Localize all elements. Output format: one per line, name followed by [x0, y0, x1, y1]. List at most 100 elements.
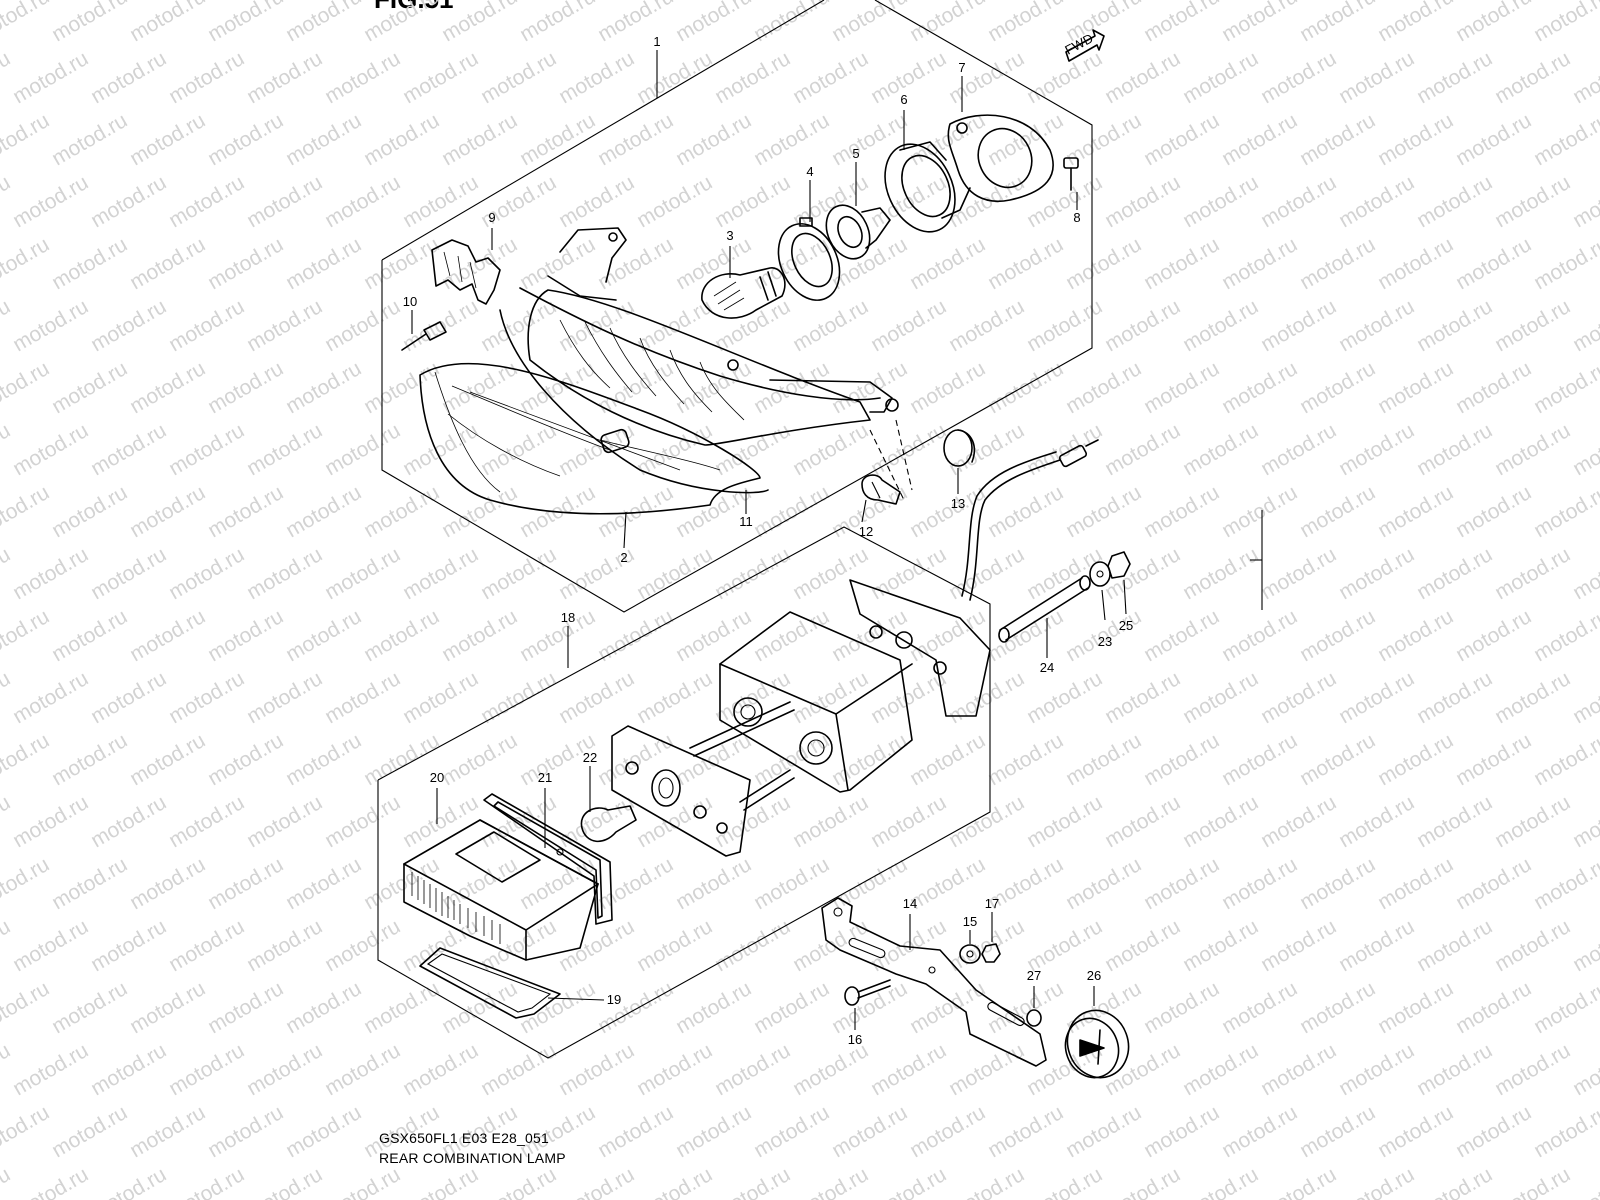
watermark-text: motod.ru [1257, 1039, 1340, 1100]
bulb-part-3 [701, 267, 786, 319]
callout-20: 20 [430, 770, 444, 785]
watermark-text: motod.ru [1296, 729, 1379, 790]
watermark-text: motod.ru [48, 853, 131, 914]
watermark-text: motod.ru [906, 233, 989, 294]
watermark-text: motod.ru [867, 1163, 950, 1200]
watermark-text: motod.ru [1257, 419, 1340, 480]
watermark-text: motod.ru [984, 0, 1067, 46]
gasket-part-21 [483, 793, 613, 925]
callout-16: 16 [848, 1032, 862, 1047]
callout-11: 11 [739, 514, 753, 529]
watermark-text: motod.ru [1296, 0, 1379, 46]
watermark-text: motod.ru [555, 1163, 638, 1200]
watermark-text: motod.ru [633, 1039, 716, 1100]
watermark-text: motod.ru [9, 171, 92, 232]
watermark-text: motod.ru [399, 543, 482, 604]
watermark-text: motod.ru [750, 977, 833, 1038]
watermark-text: motod.ru [1296, 977, 1379, 1038]
callout-24: 24 [1040, 660, 1054, 675]
watermark-text: motod.ru [282, 233, 365, 294]
watermark-text: motod.ru [1335, 667, 1418, 728]
watermark-text: motod.ru [438, 233, 521, 294]
watermark-text: motod.ru [1218, 481, 1301, 542]
ring-part-4 [777, 217, 841, 301]
watermark-text: motod.ru [126, 605, 209, 666]
watermark-text: motod.ru [399, 915, 482, 976]
watermark-text: motod.ru [1101, 1163, 1184, 1200]
watermark-text: motod.ru [1335, 295, 1418, 356]
watermark-text: motod.ru [204, 977, 287, 1038]
watermark-text: motod.ru [243, 47, 326, 108]
watermark-text: motod.ru [243, 419, 326, 480]
callout-19: 19 [607, 992, 621, 1007]
watermark-text: motod.ru [9, 295, 92, 356]
watermark-text: motod.ru [1452, 605, 1535, 666]
callout-8: 8 [1073, 210, 1080, 225]
watermark-text: motod.ru [1023, 419, 1106, 480]
watermark-text: motod.ru [0, 977, 53, 1038]
watermark-text: motod.ru [321, 667, 404, 728]
callout-5: 5 [852, 146, 859, 161]
watermark-text: motod.ru [828, 977, 911, 1038]
watermark-text: motod.ru [867, 47, 950, 108]
watermark-text: motod.ru [711, 1163, 794, 1200]
watermark-text: motod.ru [360, 0, 443, 46]
watermark-text: motod.ru [87, 1039, 170, 1100]
watermark-text: motod.ru [789, 47, 872, 108]
watermark-text: motod.ru [945, 295, 1028, 356]
watermark-text: motod.ru [516, 233, 599, 294]
watermark-text: motod.ru [1257, 667, 1340, 728]
watermark-text: motod.ru [1296, 481, 1379, 542]
watermark-text: motod.ru [945, 1163, 1028, 1200]
watermark-text: motod.ru [1140, 853, 1223, 914]
watermark-text: motod.ru [48, 1101, 131, 1162]
callout-3: 3 [726, 228, 733, 243]
watermark-text: motod.ru [9, 1039, 92, 1100]
callout-6: 6 [900, 92, 907, 107]
watermark-text: motod.ru [1374, 481, 1457, 542]
watermark-text: motod.ru [1530, 853, 1600, 914]
callout-2: 2 [620, 550, 627, 565]
watermark-text: motod.ru [1491, 915, 1574, 976]
watermark-text: motod.ru [126, 853, 209, 914]
watermark-text: motod.ru [1101, 47, 1184, 108]
watermark-text: motod.ru [87, 47, 170, 108]
watermark-text: motod.ru [1374, 109, 1457, 170]
watermark-text: motod.ru [1569, 791, 1600, 852]
watermark-text: motod.ru [1257, 47, 1340, 108]
watermark-text: motod.ru [87, 295, 170, 356]
watermark-text: motod.ru [48, 481, 131, 542]
watermark-text: motod.ru [204, 109, 287, 170]
watermark-text: motod.ru [750, 1101, 833, 1162]
watermark-text: motod.ru [1452, 109, 1535, 170]
watermark-text: motod.ru [165, 171, 248, 232]
watermark-text: motod.ru [867, 1039, 950, 1100]
watermark-text: motod.ru [1452, 233, 1535, 294]
watermark-text: motod.ru [1335, 1039, 1418, 1100]
watermark-text: motod.ru [1491, 1163, 1574, 1200]
watermark-text: motod.ru [1218, 109, 1301, 170]
watermark-text: motod.ru [0, 171, 14, 232]
callout-9: 9 [488, 210, 495, 225]
watermark-text: motod.ru [789, 791, 872, 852]
watermark-text: motod.ru [0, 605, 53, 666]
watermark-text: motod.ru [945, 1039, 1028, 1100]
watermark-text: motod.ru [1296, 853, 1379, 914]
watermark-text: motod.ru [165, 791, 248, 852]
license-lens-part-20 [403, 819, 599, 961]
watermark-text: motod.ru [1023, 171, 1106, 232]
watermark-text: motod.ru [1335, 915, 1418, 976]
watermark-text: motod.ru [906, 0, 989, 46]
watermark-text: motod.ru [711, 543, 794, 604]
watermark-text: motod.ru [633, 543, 716, 604]
watermark-text: motod.ru [906, 357, 989, 418]
watermark-text: motod.ru [945, 171, 1028, 232]
watermark-text: motod.ru [87, 667, 170, 728]
watermark-text: motod.ru [1569, 419, 1600, 480]
watermark-text: motod.ru [126, 233, 209, 294]
watermark-text: motod.ru [1179, 667, 1262, 728]
watermark-text: motod.ru [165, 47, 248, 108]
watermark-text: motod.ru [750, 605, 833, 666]
watermark-text: motod.ru [984, 109, 1067, 170]
